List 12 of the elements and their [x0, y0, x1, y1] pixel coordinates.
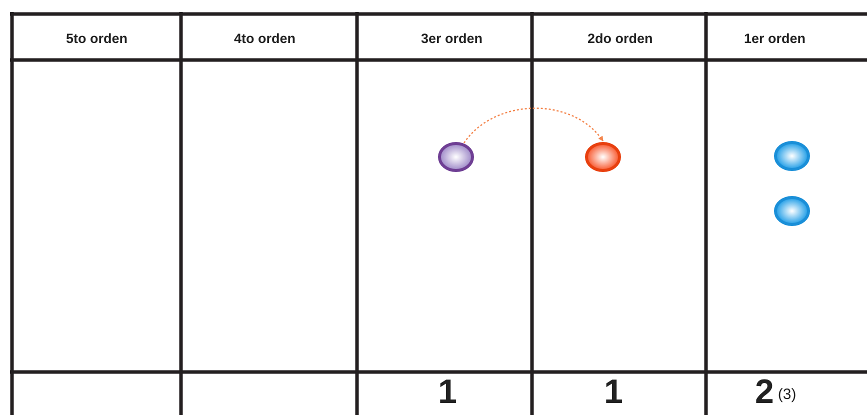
counter-circle [438, 142, 474, 172]
counter-circle [774, 141, 810, 171]
counter-circle [585, 142, 621, 172]
column-header: 5to orden [66, 30, 128, 46]
column-header: 1er orden [744, 30, 806, 46]
arrow [464, 108, 604, 144]
counter-circle [774, 196, 810, 226]
column-header: 3er orden [421, 30, 483, 46]
column-header: 4to orden [234, 30, 296, 46]
digit-value: 1 [604, 375, 623, 409]
digit-value: 1 [438, 375, 457, 409]
column-header: 2do orden [588, 30, 653, 46]
